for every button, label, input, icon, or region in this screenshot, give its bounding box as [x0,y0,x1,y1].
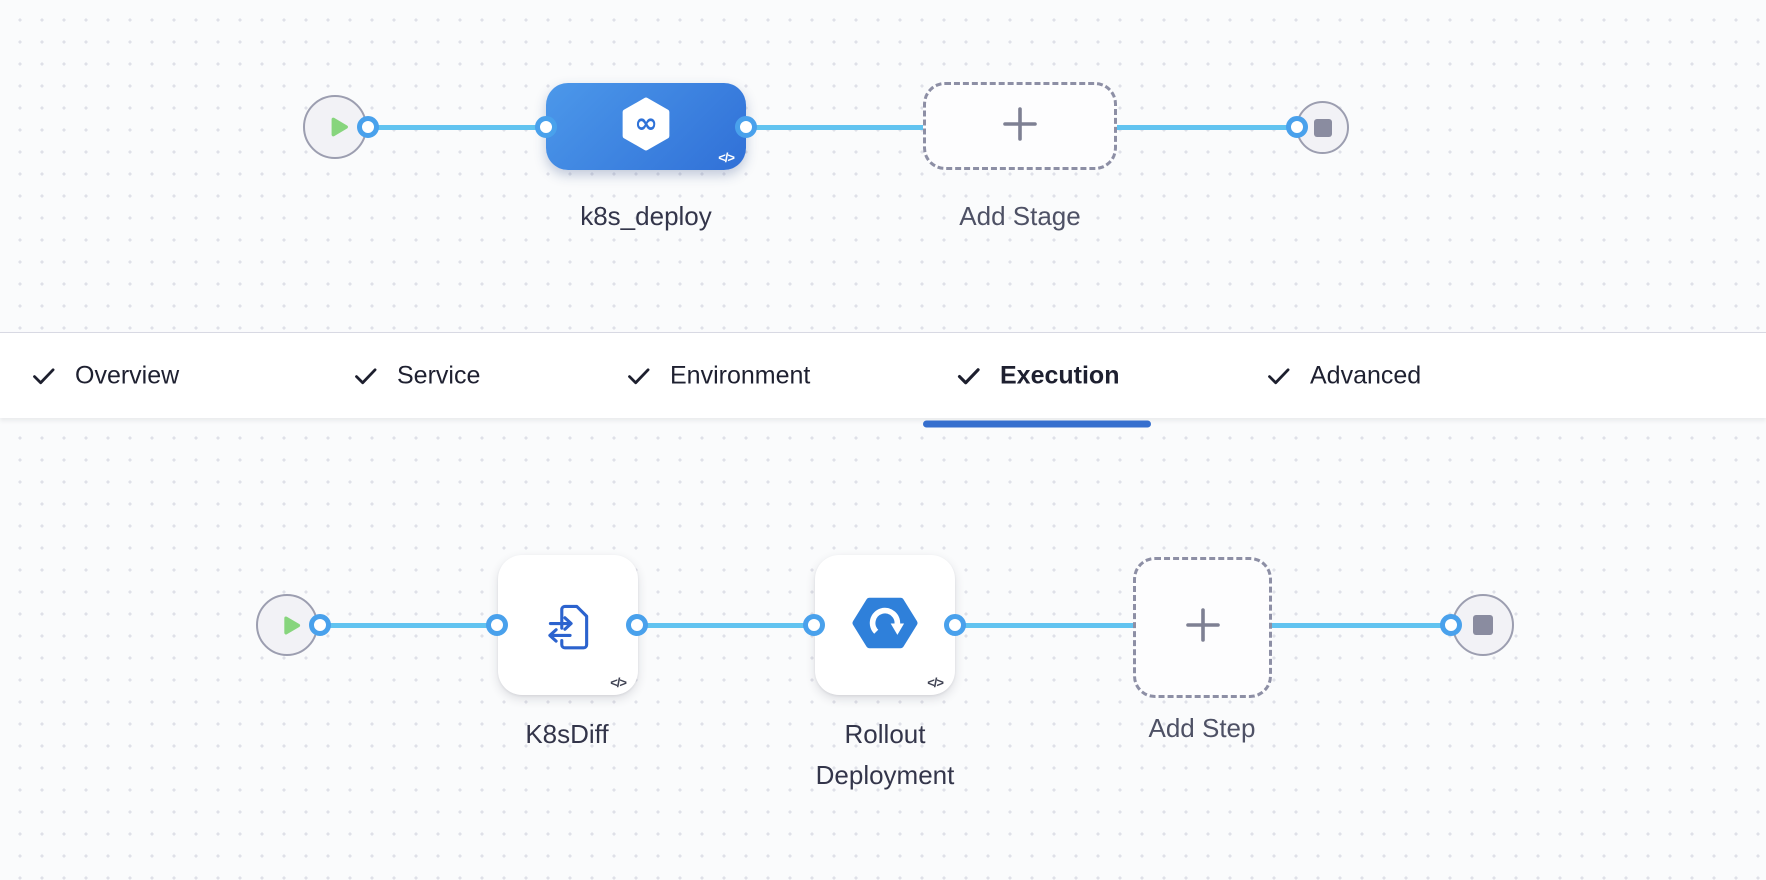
stage-graph-canvas[interactable]: ∞ </> k8s_deploy Add Stage [0,0,1766,332]
connector-port[interactable] [357,116,379,138]
connector-port[interactable] [309,614,331,636]
plus-icon [1183,605,1223,650]
connector-port[interactable] [1440,614,1462,636]
tab-label: Overview [75,361,180,389]
tab-service[interactable]: Service [352,361,480,390]
connector-port[interactable] [944,614,966,636]
execution-graph-canvas[interactable]: </> </> K8sDiff Rollout Deployment Add S… [0,418,1766,880]
tab-advanced[interactable]: Advanced [1265,361,1421,390]
stop-icon [1473,615,1493,635]
connector-port[interactable] [626,614,648,636]
plus-icon [1000,104,1040,149]
execution-start-node [256,594,318,656]
check-icon [1265,362,1292,389]
check-icon [955,362,982,389]
tab-execution[interactable]: Execution [923,361,1152,427]
play-icon [324,113,352,141]
k8s-diff-icon [539,594,597,657]
harness-stage-icon: ∞ [619,97,673,156]
tab-environment[interactable]: Environment [625,361,810,390]
play-icon [277,612,304,639]
code-view-badge: </> [927,675,944,690]
add-stage-button[interactable] [923,82,1117,170]
check-icon [30,362,57,389]
svg-text:∞: ∞ [634,106,657,139]
connector-port[interactable] [735,116,757,138]
stage-tab-bar: Overview Service Environment Execution A… [0,332,1766,427]
code-view-badge: </> [610,675,627,690]
connector-port[interactable] [1286,116,1308,138]
tab-label: Advanced [1310,361,1422,389]
connector-port[interactable] [486,614,508,636]
active-tab-underline [923,420,1152,427]
connector-port[interactable] [535,116,557,138]
connector-line [368,125,1298,130]
step-node-rollout-deployment[interactable]: </> [815,555,955,695]
check-icon [352,362,379,389]
connector-port[interactable] [803,614,825,636]
step-label: K8sDiff [525,719,609,749]
check-icon [625,362,652,389]
tab-label: Execution [1000,361,1120,389]
tab-label: Environment [670,361,811,389]
execution-end-node [1452,594,1514,656]
pipeline-start-node [303,95,367,159]
rollout-deployment-icon [852,590,918,661]
step-label: Rollout Deployment [815,719,955,790]
add-step-button[interactable] [1133,557,1272,698]
pipeline-end-node [1296,101,1349,154]
stop-icon [1313,118,1332,137]
add-stage-label: Add Stage [959,201,1081,231]
tab-overview[interactable]: Overview [30,361,179,390]
stage-label: k8s_deploy [580,201,712,231]
add-step-label: Add Step [1148,713,1256,743]
stage-node-k8s-deploy[interactable]: ∞ </> [546,83,746,170]
step-node-k8sdiff[interactable]: </> [498,555,638,695]
code-view-badge: </> [718,150,735,165]
tab-label: Service [397,361,481,389]
